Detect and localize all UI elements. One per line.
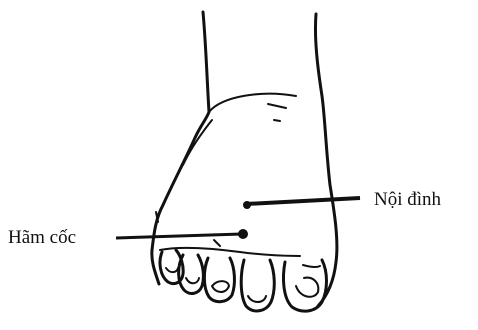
ankle-dot <box>274 120 280 121</box>
label-noi-dinh: Nội đình <box>374 190 441 209</box>
second-toe-nail <box>248 296 266 302</box>
big-toe-nail <box>296 278 318 297</box>
second-toe-outline <box>241 260 274 311</box>
instep-line <box>209 94 296 112</box>
toe-base-line <box>160 248 300 256</box>
third-toe-outline <box>204 258 234 302</box>
leg-outline-left <box>152 12 209 284</box>
label-ham-coc: Hãm cốc <box>8 228 76 247</box>
fourth-toe-nail <box>186 278 199 283</box>
leg-outline-right <box>315 14 336 306</box>
acupoint-ham-coc-marker <box>238 229 248 239</box>
ankle-mark <box>268 104 286 108</box>
third-toe-nail <box>212 281 229 292</box>
big-toe-outline <box>283 260 326 311</box>
acupoint-noi-dinh-marker <box>243 201 251 209</box>
instep-side-line <box>183 120 212 165</box>
leader-line-noi-dinh <box>246 198 360 204</box>
big-toe-crease <box>303 265 320 267</box>
little-toe-nail <box>166 268 178 272</box>
leader-line-ham-coc <box>116 234 242 238</box>
toe-joint-mark-2 <box>214 240 220 246</box>
